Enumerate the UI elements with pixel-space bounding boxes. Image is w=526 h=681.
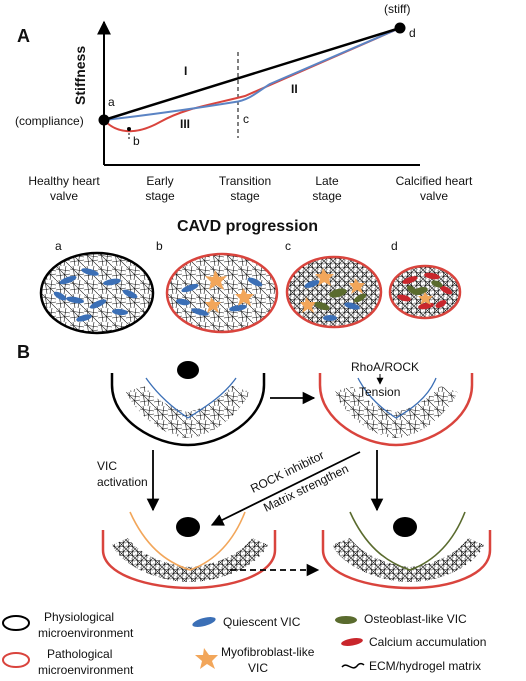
ellipse-d: d — [388, 239, 462, 320]
valve-top-left — [110, 361, 266, 447]
panel-b-letter: B — [17, 342, 30, 362]
ellipse-b-shape — [165, 252, 279, 334]
point-d-label: d — [409, 26, 416, 40]
tension-label: Tension — [359, 385, 400, 399]
valve-bottom-right-nodule — [393, 517, 417, 537]
legend-ecm-label: ECM/hydrogel matrix — [369, 659, 481, 673]
legend-calcium-icon — [341, 638, 363, 646]
valve-top-right-matrix — [334, 386, 458, 438]
y-axis-label: Stiffness — [72, 46, 88, 105]
stage-labels: Healthy heart valve Early stage Transiti… — [28, 174, 473, 203]
point-d-marker — [394, 22, 406, 34]
ellipse-a-label: a — [55, 239, 62, 253]
valve-bottom-left — [101, 511, 277, 590]
ellipse-c-label: c — [285, 239, 291, 253]
legend-myofibro-line2: VIC — [248, 661, 268, 675]
point-a-label: a — [108, 95, 115, 109]
valve-bottom-right — [321, 511, 492, 590]
valve-bottom-right-matrix — [332, 538, 484, 582]
ellipse-c: c — [285, 239, 383, 329]
stage-early-line2: stage — [145, 189, 175, 203]
cavd-progression-title: CAVD progression — [177, 218, 318, 235]
stiff-label: (stiff) — [384, 2, 410, 16]
point-b-label: b — [133, 134, 140, 148]
curve-label-III: III — [180, 117, 190, 131]
valve-top-right: RhoA/ROCK Tension — [318, 360, 474, 447]
legend-patho-line1: Pathological — [47, 647, 112, 661]
legend-patho-swatch — [2, 652, 30, 668]
legend-quiescent-label: Quiescent VIC — [223, 615, 301, 629]
stage-healthy-line1: Healthy heart — [28, 174, 100, 188]
valve-top-left-matrix — [126, 386, 250, 438]
legend-patho-line2: microenvironment — [38, 663, 134, 677]
stage-transition-line1: Transition — [219, 174, 271, 188]
stage-late-line2: stage — [312, 189, 342, 203]
valve-top-right-outline — [318, 373, 474, 447]
stage-calcified-line2: valve — [420, 189, 448, 203]
legend-myofibro-icon — [195, 648, 218, 669]
curve-label-II: II — [291, 82, 298, 96]
legend-physio-swatch — [2, 615, 30, 631]
valve-bottom-left-outline — [101, 530, 277, 590]
valve-bottom-left-nodule — [176, 517, 200, 537]
panel-a-letter: A — [17, 26, 30, 46]
valve-bottom-left-matrix — [112, 538, 268, 582]
legend-physio-line2: microenvironment — [38, 626, 134, 640]
legend-ecm-icon — [341, 662, 365, 669]
legend-osteo-label: Osteoblast-like VIC — [364, 612, 467, 626]
ellipse-a: a — [39, 239, 155, 335]
curve-blue — [103, 27, 401, 121]
ellipse-b: b — [156, 239, 279, 334]
valve-top-left-nodule — [177, 361, 199, 379]
stage-late-line1: Late — [315, 174, 339, 188]
rhoa-rock-label: RhoA/ROCK — [351, 360, 419, 374]
stage-healthy-line2: valve — [50, 189, 78, 203]
valve-bottom-right-outline — [321, 530, 492, 590]
stiffness-chart: Stiffness a b c d (stiff) (compliance) I… — [15, 2, 420, 166]
curve-red — [103, 27, 401, 133]
legend-physio-line1: Physiological — [44, 610, 114, 624]
legend: Physiological microenvironment Pathologi… — [2, 610, 486, 677]
compliance-label: (compliance) — [15, 114, 84, 128]
stage-calcified-line1: Calcified heart — [396, 174, 473, 188]
point-c-label: c — [243, 112, 249, 126]
vic-activation-line1: VIC — [97, 459, 117, 473]
legend-calcium-label: Calcium accumulation — [369, 635, 486, 649]
vic-activation-line2: activation — [97, 475, 148, 489]
stage-early-line1: Early — [146, 174, 173, 188]
valve-top-left-outline — [110, 373, 266, 447]
curve-linear — [103, 26, 401, 122]
stage-transition-line2: stage — [230, 189, 260, 203]
ellipse-b-label: b — [156, 239, 163, 253]
point-a-marker — [98, 114, 110, 126]
legend-quiescent-icon — [192, 617, 216, 627]
legend-myofibro-line1: Myofibroblast-like — [221, 645, 315, 659]
arrow-diagonal — [210, 451, 361, 526]
curve-label-I: I — [184, 64, 187, 78]
legend-osteo-icon — [335, 616, 357, 624]
ellipse-d-label: d — [391, 239, 398, 253]
